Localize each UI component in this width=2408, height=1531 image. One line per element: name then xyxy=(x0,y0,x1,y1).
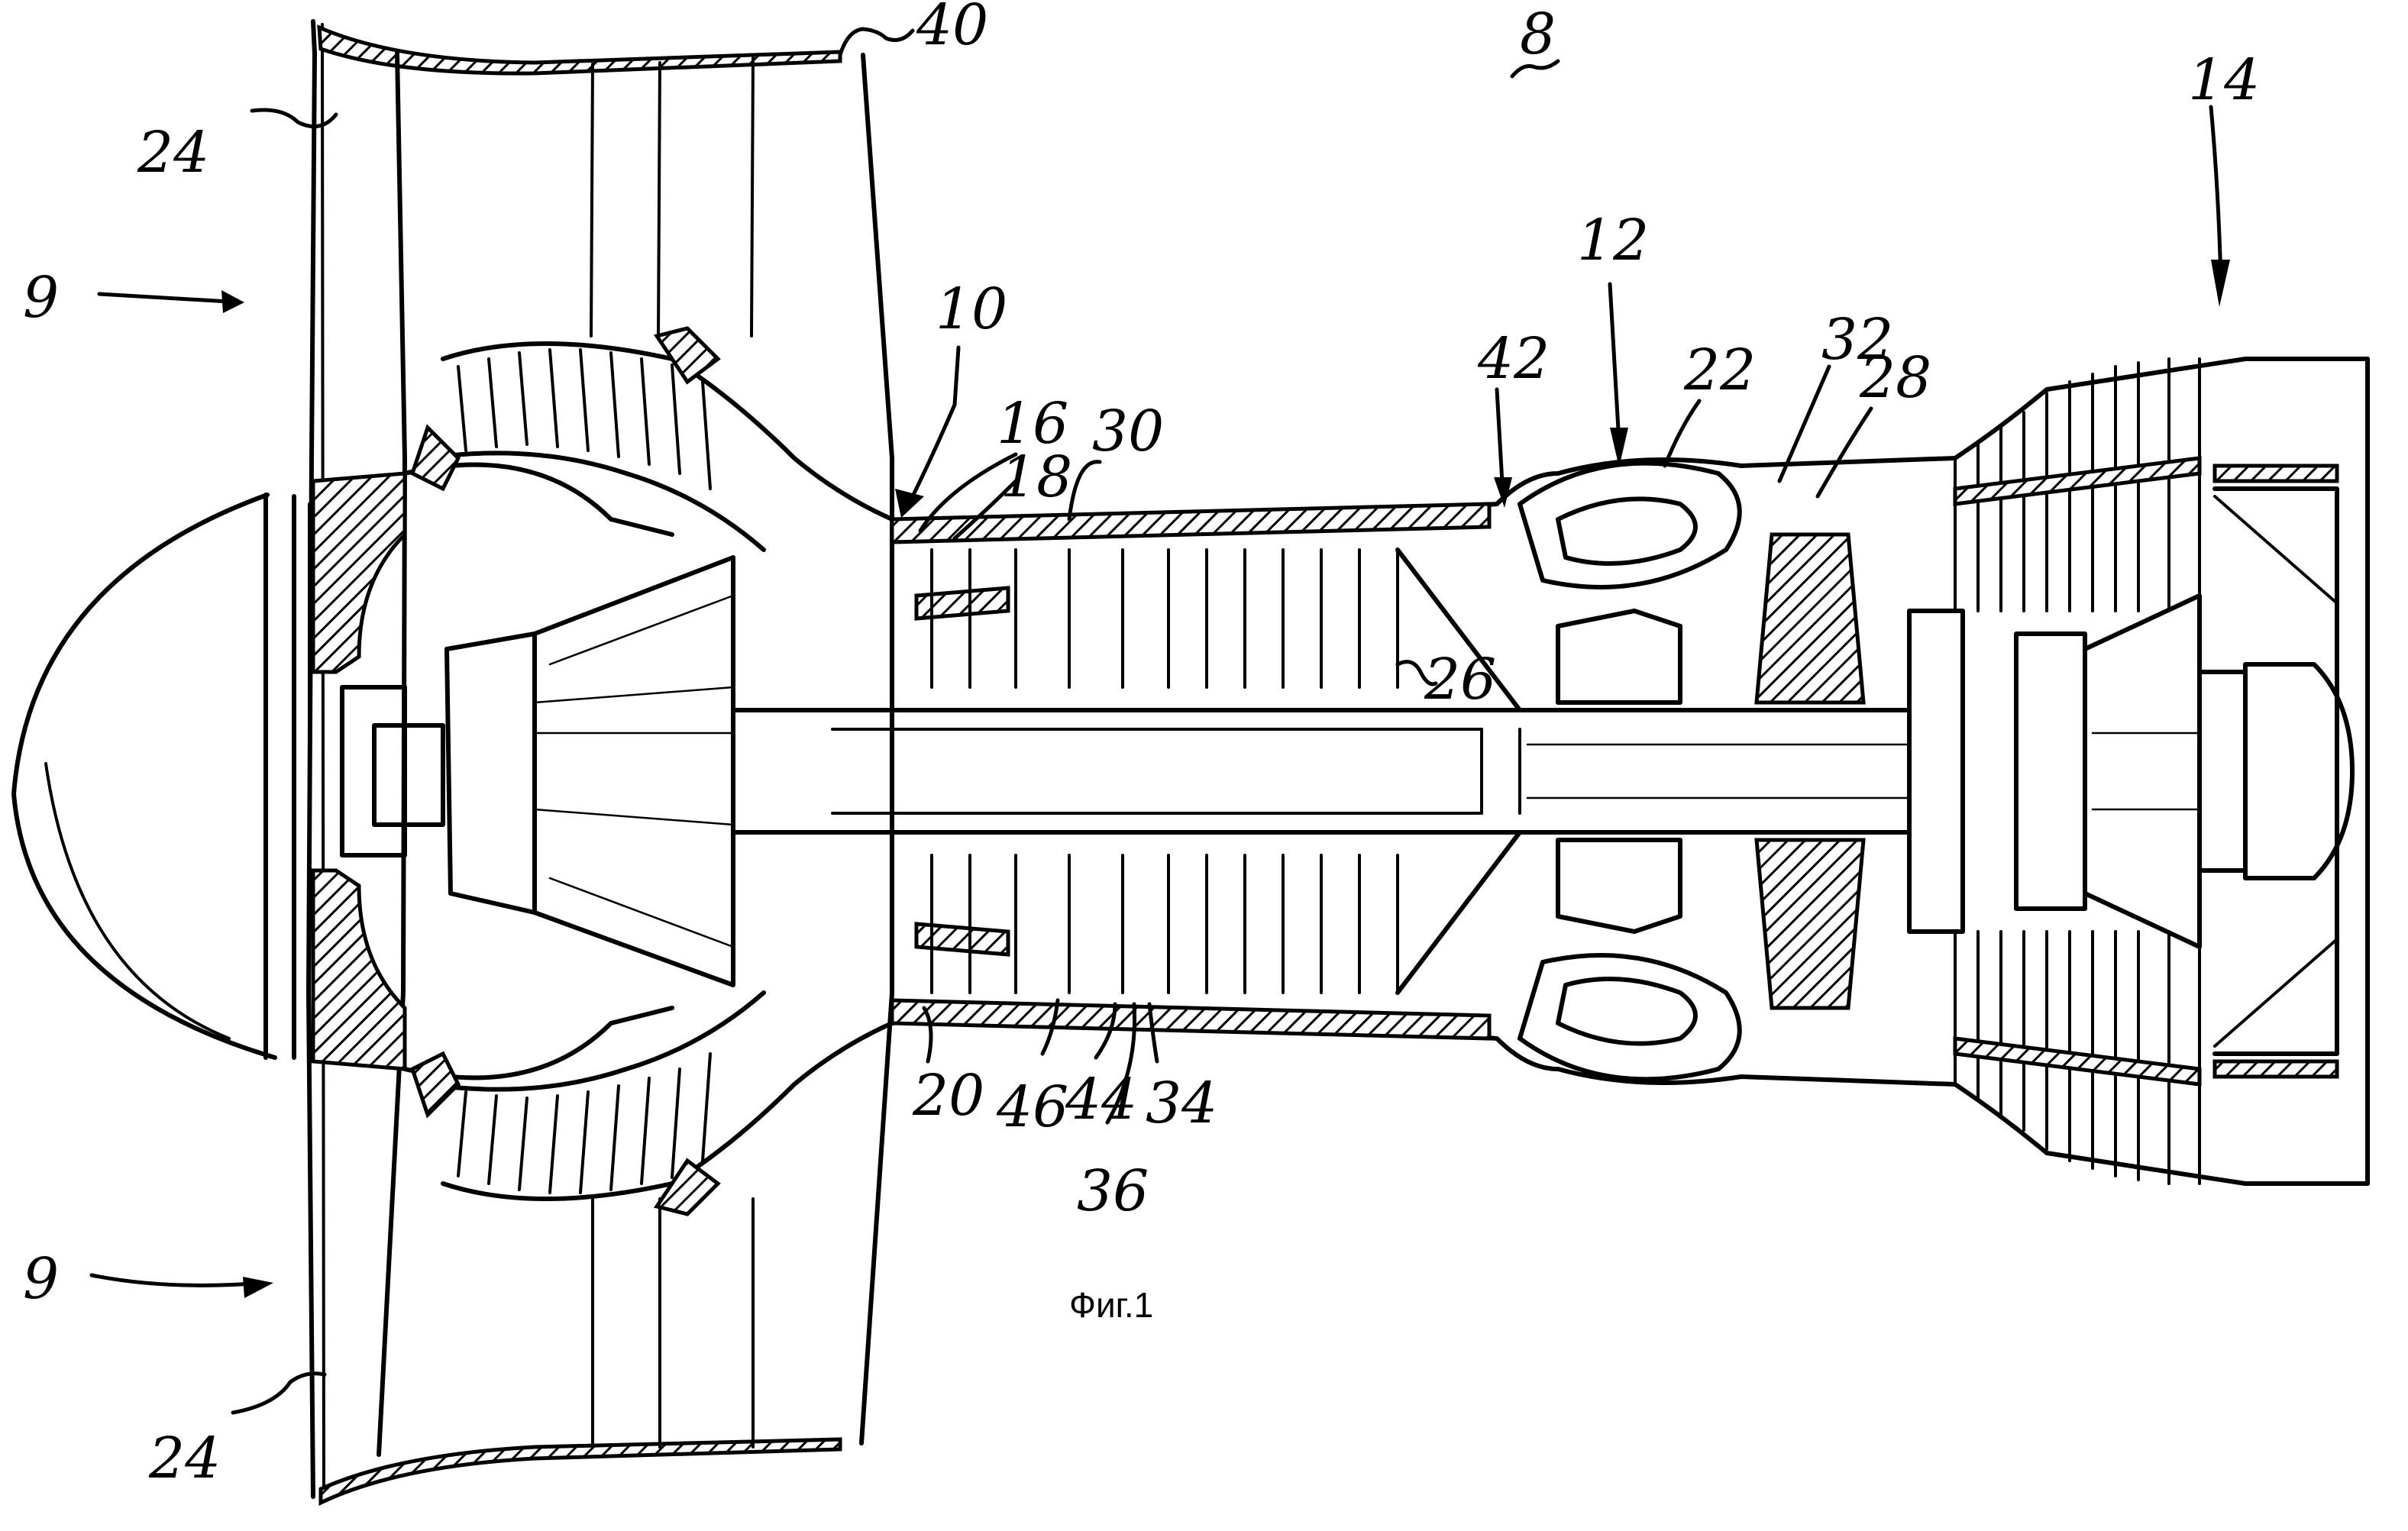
ref-label-40: 40 xyxy=(916,0,988,58)
arrowhead-14 xyxy=(2211,260,2230,307)
ref-label-10: 10 xyxy=(936,276,1007,342)
fan-hub xyxy=(311,462,735,1080)
booster-compressor-lower xyxy=(409,990,894,1216)
ref-label-18: 18 xyxy=(1000,444,1072,510)
combustor-lower xyxy=(1518,838,1866,1082)
ref-label-26: 26 xyxy=(1424,647,1496,712)
booster-compressor-upper xyxy=(409,326,894,552)
leader-28 xyxy=(1815,406,1873,499)
main-shaft xyxy=(731,708,1912,835)
hp-compressor xyxy=(890,502,1522,1041)
leaders xyxy=(89,27,2230,1415)
leader-36 xyxy=(1105,1002,1137,1125)
leader-12 xyxy=(1608,282,1621,445)
ref-label-30: 30 xyxy=(1092,399,1164,464)
fan-nacelle xyxy=(306,19,894,1506)
ref-label-9a: 9 xyxy=(23,265,59,331)
ref-label-16: 16 xyxy=(997,391,1068,457)
ref-label-46: 46 xyxy=(996,1074,1068,1140)
leader-16 xyxy=(918,452,1018,533)
ref-label-44: 44 xyxy=(1065,1067,1137,1132)
arrowhead-42 xyxy=(1494,477,1512,508)
ref-label-8: 8 xyxy=(1520,2,1556,67)
ref-label-22: 22 xyxy=(1683,338,1756,403)
reference-labels: 8 9 9 10 12 14 16 18 20 22 24 24 26 28 3… xyxy=(23,0,2260,1491)
leader-20 xyxy=(922,1006,933,1064)
arrowhead-12 xyxy=(1610,428,1628,467)
combustor-upper xyxy=(1518,460,1866,705)
leader-8 xyxy=(1510,59,1560,79)
leader-40 xyxy=(838,27,915,57)
leader-34 xyxy=(1147,1002,1159,1064)
ref-label-28: 28 xyxy=(1859,345,1931,411)
ref-label-20: 20 xyxy=(912,1063,984,1129)
leader-18 xyxy=(952,479,1018,541)
core-casing xyxy=(890,357,2370,1186)
leader-9b xyxy=(89,1273,266,1287)
leader-26 xyxy=(1395,660,1438,686)
spinner-nose-cone xyxy=(11,493,311,1060)
ref-label-34: 34 xyxy=(1146,1071,1217,1136)
ref-label-14: 14 xyxy=(2188,47,2260,113)
leader-24a xyxy=(250,108,338,129)
arrowhead-9a xyxy=(221,290,244,313)
ref-label-32: 32 xyxy=(1821,307,1893,373)
leader-10 xyxy=(907,345,961,506)
leader-46 xyxy=(1040,998,1060,1056)
leader-32 xyxy=(1777,364,1831,483)
leader-30 xyxy=(1067,460,1102,522)
ref-label-42: 42 xyxy=(1477,326,1550,392)
ref-label-36: 36 xyxy=(1077,1158,1149,1224)
ref-label-24a: 24 xyxy=(137,120,209,186)
ref-label-24b: 24 xyxy=(148,1426,221,1491)
figure-caption: Фиг.1 xyxy=(1069,1285,1153,1325)
ref-label-12: 12 xyxy=(1577,208,1649,273)
leader-22 xyxy=(1663,399,1702,468)
leader-14 xyxy=(2209,105,2223,285)
ref-label-9b: 9 xyxy=(23,1246,59,1312)
leader-9a xyxy=(97,292,231,304)
turbine-section xyxy=(1907,357,2355,1185)
arrowhead-9b xyxy=(243,1277,273,1298)
leader-24b xyxy=(231,1371,327,1415)
leader-44 xyxy=(1094,1002,1117,1060)
arrowhead-10 xyxy=(895,489,924,518)
